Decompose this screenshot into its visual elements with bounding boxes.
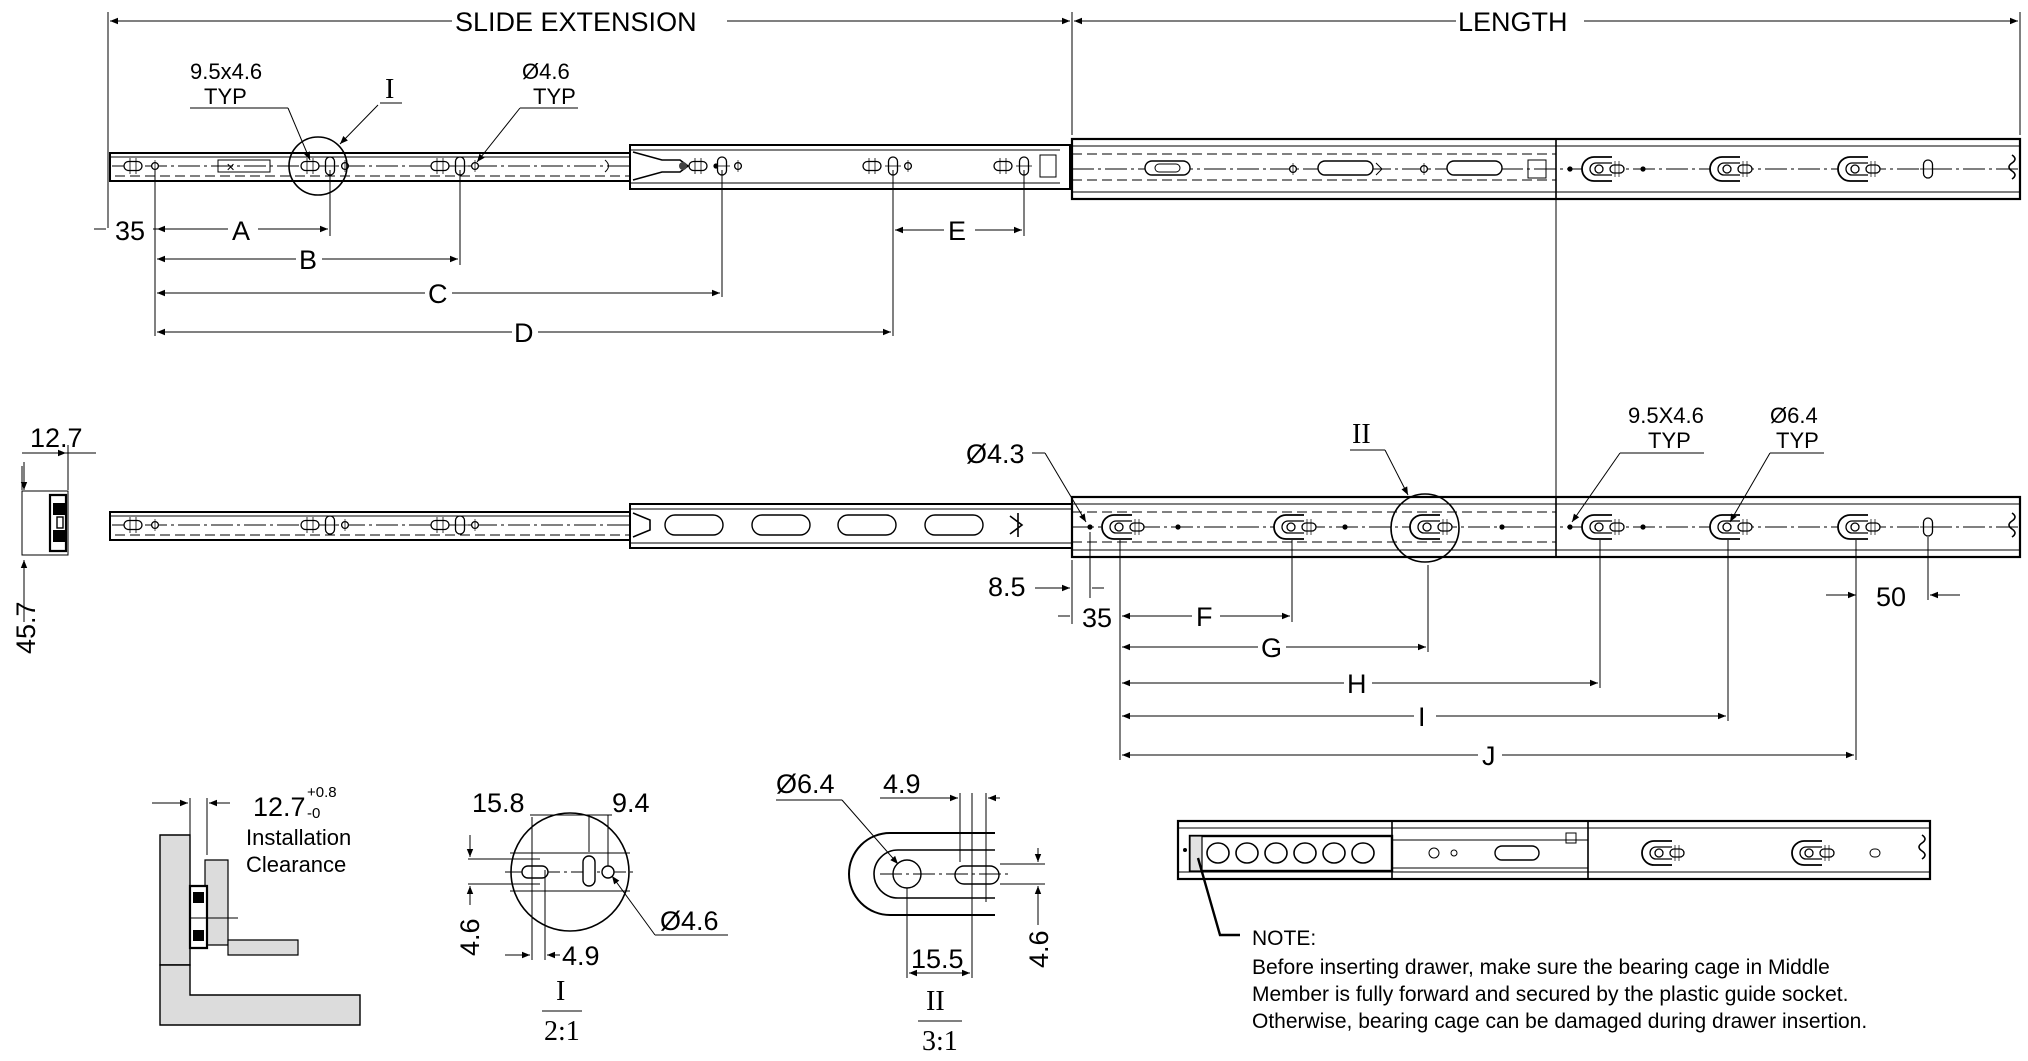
dim-15-8: 15.8 [472, 788, 525, 818]
dim-f: F [1196, 602, 1213, 632]
slide-extension-label: SLIDE EXTENSION [455, 7, 697, 37]
detail-1-tag: I [556, 976, 565, 1007]
installation-label: Installation [246, 825, 351, 850]
detail-2-callout: II [1352, 419, 1371, 450]
typ-label-2: TYP [533, 84, 576, 109]
detail-1-scale: 2:1 [544, 1016, 580, 1047]
top-dimensions: SLIDE EXTENSION LENGTH 9.5x4.6 TYP Ø4.6 … [94, 7, 2021, 348]
slot-size-label: 9.5x4.6 [190, 59, 262, 84]
hole-dia-label: Ø4.6 [522, 59, 570, 84]
detail-2-tag: II [926, 986, 945, 1017]
dim-8-5: 8.5 [988, 572, 1026, 602]
dim-d: D [514, 318, 534, 348]
dim-35-top: 35 [115, 216, 145, 246]
middle-view-slide [109, 495, 2022, 559]
dim-dia-6-4-typ: Ø6.4 [1770, 403, 1818, 428]
dim-e: E [948, 216, 966, 246]
detail-2-view: 4.9 Ø6.4 15.5 4.6 II 3:1 [776, 769, 1054, 1057]
dim-50: 50 [1876, 582, 1906, 612]
dim-dia-6-4-detail-2: Ø6.4 [776, 769, 835, 799]
slot-size-label-2: 9.5X4.6 [1628, 403, 1704, 428]
note-line-3: Otherwise, bearing cage can be damaged d… [1252, 1010, 1867, 1033]
dim-12-7: 12.7 [30, 423, 83, 453]
dim-clearance-tol-plus: +0.8 [307, 784, 337, 801]
note-line-2: Member is fully forward and secured by t… [1252, 983, 1848, 1006]
dim-g: G [1261, 633, 1282, 663]
side-profile: 12.7 45.7 [11, 423, 96, 654]
note-block: NOTE: Before inserting drawer, make sure… [1252, 927, 1867, 1033]
typ-label-4: TYP [1776, 428, 1819, 453]
dim-h: H [1347, 669, 1367, 699]
detail-1-callout: I [385, 74, 394, 105]
svg-text:✕: ✕ [226, 162, 235, 174]
typ-label: TYP [204, 84, 247, 109]
dim-a: A [232, 216, 250, 246]
middle-dimensions: Ø4.3 9.5X4.6 TYP Ø6.4 TYP 8.5 35 F [966, 403, 1960, 771]
dim-j: J [1482, 741, 1496, 771]
top-view-slide: ✕ [109, 137, 2022, 201]
dim-dia-4-6-detail-1: Ø4.6 [660, 906, 719, 936]
typ-label-3: TYP [1648, 428, 1691, 453]
dim-9-4: 9.4 [612, 788, 650, 818]
detail-2-scale: 3:1 [922, 1026, 958, 1057]
dim-i: I [1418, 702, 1426, 732]
dim-15-5: 15.5 [911, 944, 964, 974]
dim-45-7: 45.7 [11, 601, 41, 654]
dim-35-middle: 35 [1082, 603, 1112, 633]
length-label: LENGTH [1458, 7, 1568, 37]
dim-b: B [299, 245, 317, 275]
detail-circle-ii [1390, 493, 1460, 563]
detail-circle-i [288, 136, 348, 196]
dim-4-6-detail-2: 4.6 [1024, 930, 1054, 968]
note-title: NOTE: [1252, 927, 1316, 950]
dim-clearance-tol-minus: -0 [307, 805, 320, 822]
installation-clearance-view: 12.7 +0.8 -0 Installation Clearance [152, 784, 361, 1026]
bearing-cage-view [1176, 819, 1932, 937]
dim-c: C [428, 279, 448, 309]
detail-1-view: 4.6 15.8 9.4 4.9 Ø4.6 I 2:1 [455, 788, 728, 1047]
dim-clearance-value: 12.7 [253, 792, 306, 822]
clearance-label: Clearance [246, 852, 346, 877]
dim-4-6-detail-1: 4.6 [455, 918, 485, 956]
dim-4-9-detail-2: 4.9 [883, 769, 921, 799]
dim-4-9-detail-1: 4.9 [562, 941, 600, 971]
note-line-1: Before inserting drawer, make sure the b… [1252, 956, 1830, 979]
dim-dia-4-3: Ø4.3 [966, 439, 1025, 469]
